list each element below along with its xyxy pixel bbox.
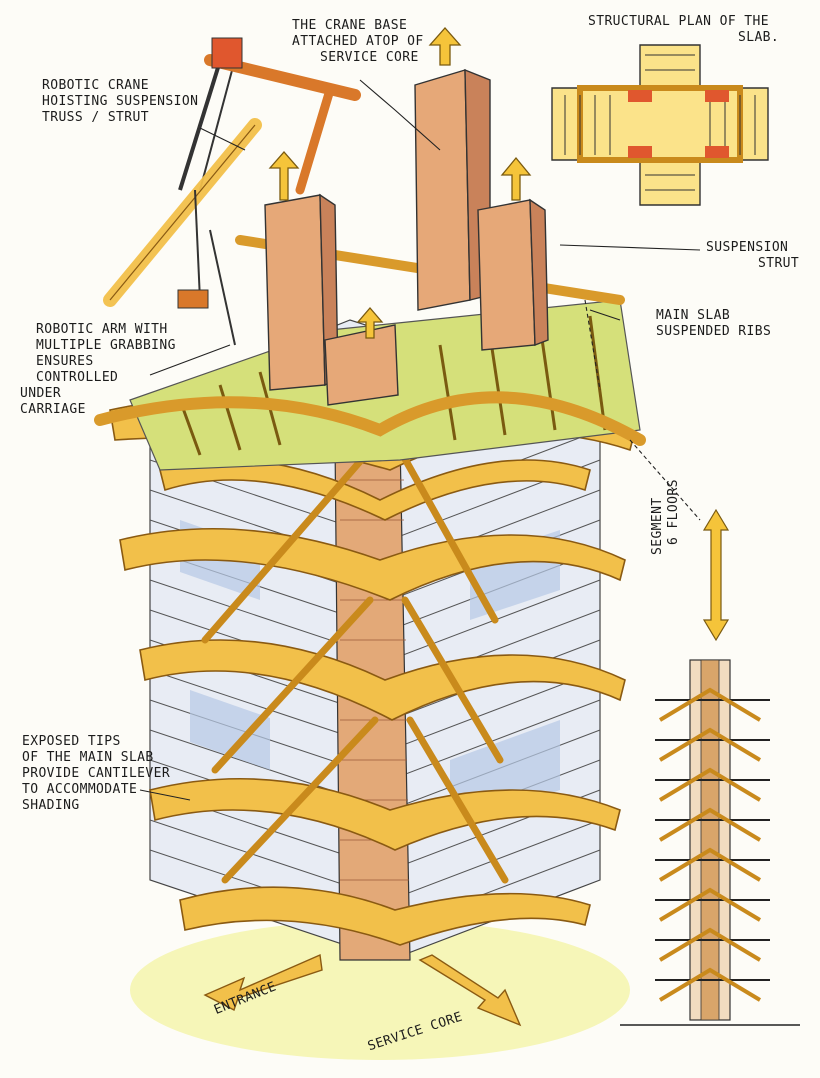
- label-line: ROBOTIC CRANE: [42, 78, 149, 93]
- label-line: UNDER: [20, 386, 62, 401]
- label-line: CARRIAGE: [20, 402, 86, 417]
- label-line: STRUT: [758, 256, 800, 271]
- section-elevation: [620, 508, 800, 1026]
- label-line: ATTACHED ATOP OF: [292, 34, 424, 49]
- label-line: STRUCTURAL PLAN OF THE: [588, 14, 769, 29]
- structural-plan-diagram: [551, 44, 769, 206]
- ground-wash: [130, 920, 630, 1060]
- rooftop-cores: [264, 68, 549, 406]
- label-line: ROBOTIC ARM WITH: [36, 322, 168, 337]
- label-suspension-strut: SUSPENSION STRUT: [706, 240, 799, 272]
- label-robotic-arm: ROBOTIC ARM WITH MULTIPLE GRABBING ENSUR…: [20, 322, 176, 418]
- label-line: THE CRANE BASE: [292, 18, 408, 33]
- label-segment: SEGMENT 6 FLOORS: [650, 479, 682, 555]
- label-line: SLAB.: [738, 30, 780, 45]
- label-line: SUSPENDED RIBS: [656, 324, 772, 339]
- label-line: HOISTING SUSPENSION: [42, 94, 199, 109]
- up-arrows: [268, 27, 532, 339]
- label-structural-plan: STRUCTURAL PLAN OF THE SLAB.: [588, 14, 779, 46]
- label-line: PROVIDE CANTILEVER: [22, 766, 171, 781]
- service-core-arrow: [418, 954, 522, 1027]
- label-line: TO ACCOMMODATE: [22, 782, 138, 797]
- label-line: SUSPENSION: [706, 240, 789, 255]
- label-line: SHADING: [22, 798, 80, 813]
- label-robotic-crane: ROBOTIC CRANE HOISTING SUSPENSION TRUSS …: [42, 78, 198, 126]
- roof-edge-rib: [94, 391, 646, 446]
- label-line: SEGMENT: [650, 497, 665, 555]
- diagonal-struts: [201, 446, 509, 884]
- label-line: MAIN SLAB: [656, 308, 731, 323]
- label-line: TRUSS / STRUT: [42, 110, 149, 125]
- entrance-arrow: [203, 953, 323, 1011]
- label-line: 6 FLOORS: [666, 479, 681, 545]
- label-line: SERVICE CORE: [320, 50, 419, 65]
- label-main-slab: MAIN SLAB SUSPENDED RIBS: [656, 308, 771, 340]
- label-crane-base: THE CRANE BASE ATTACHED ATOP OF SERVICE …: [292, 18, 424, 66]
- label-line: MULTIPLE GRABBING: [36, 338, 176, 353]
- label-line: EXPOSED TIPS: [22, 734, 121, 749]
- label-line: OF THE MAIN SLAB: [22, 750, 154, 765]
- label-line: CONTROLLED: [36, 370, 119, 385]
- robotic-crane: [103, 37, 361, 346]
- label-line: ENSURES: [36, 354, 94, 369]
- leader-lines: [139, 79, 701, 801]
- label-exposed-tips: EXPOSED TIPS OF THE MAIN SLAB PROVIDE CA…: [22, 734, 170, 814]
